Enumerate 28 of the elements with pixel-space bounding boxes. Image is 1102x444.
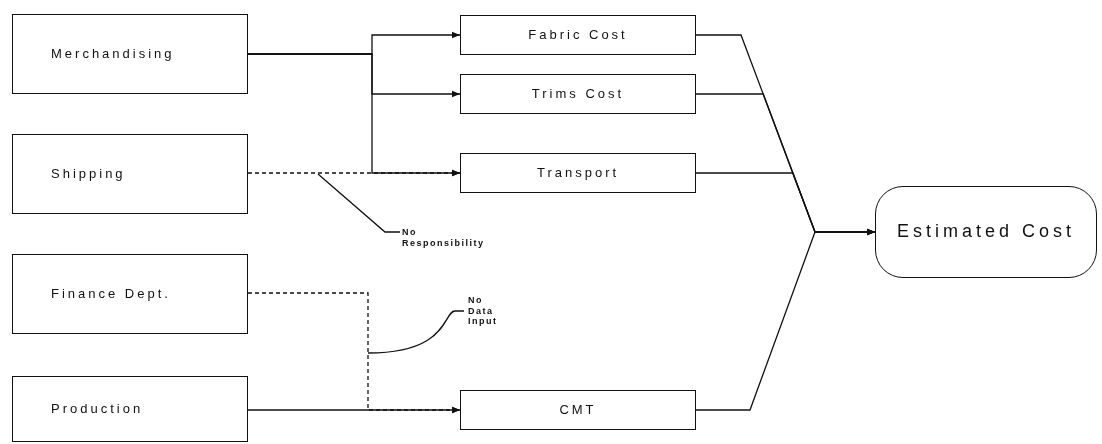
note-text-line: Input bbox=[468, 316, 498, 328]
leader-line bbox=[317, 173, 401, 233]
department-box bbox=[12, 376, 248, 442]
box-label: Estimated Cost bbox=[896, 221, 1075, 243]
note-text-line: No bbox=[468, 294, 484, 306]
result-box bbox=[875, 186, 1097, 278]
note-text-line: Responsibility bbox=[402, 238, 485, 249]
box-label: Fabric Cost bbox=[528, 27, 628, 43]
leader-line bbox=[367, 310, 465, 354]
note-text-line: No bbox=[402, 227, 418, 238]
department-box bbox=[12, 134, 248, 214]
box-label: Finance Dept. bbox=[51, 286, 171, 302]
department-box bbox=[12, 254, 248, 334]
cost-box bbox=[460, 153, 696, 193]
cost-box bbox=[460, 390, 696, 430]
box-label: Trims Cost bbox=[531, 86, 625, 102]
box-label: Production bbox=[51, 401, 144, 417]
box-label: Merchandising bbox=[51, 46, 175, 62]
arrow bbox=[247, 169, 461, 177]
department-box bbox=[12, 14, 248, 94]
note-text-line: Data bbox=[468, 305, 495, 317]
arrow bbox=[695, 228, 876, 411]
arrow bbox=[247, 406, 461, 414]
box-label: Shipping bbox=[51, 166, 126, 182]
box-label: CMT bbox=[559, 402, 597, 418]
cost-box bbox=[460, 74, 696, 114]
cost-box bbox=[460, 15, 696, 55]
box-label: Transport bbox=[536, 165, 620, 181]
